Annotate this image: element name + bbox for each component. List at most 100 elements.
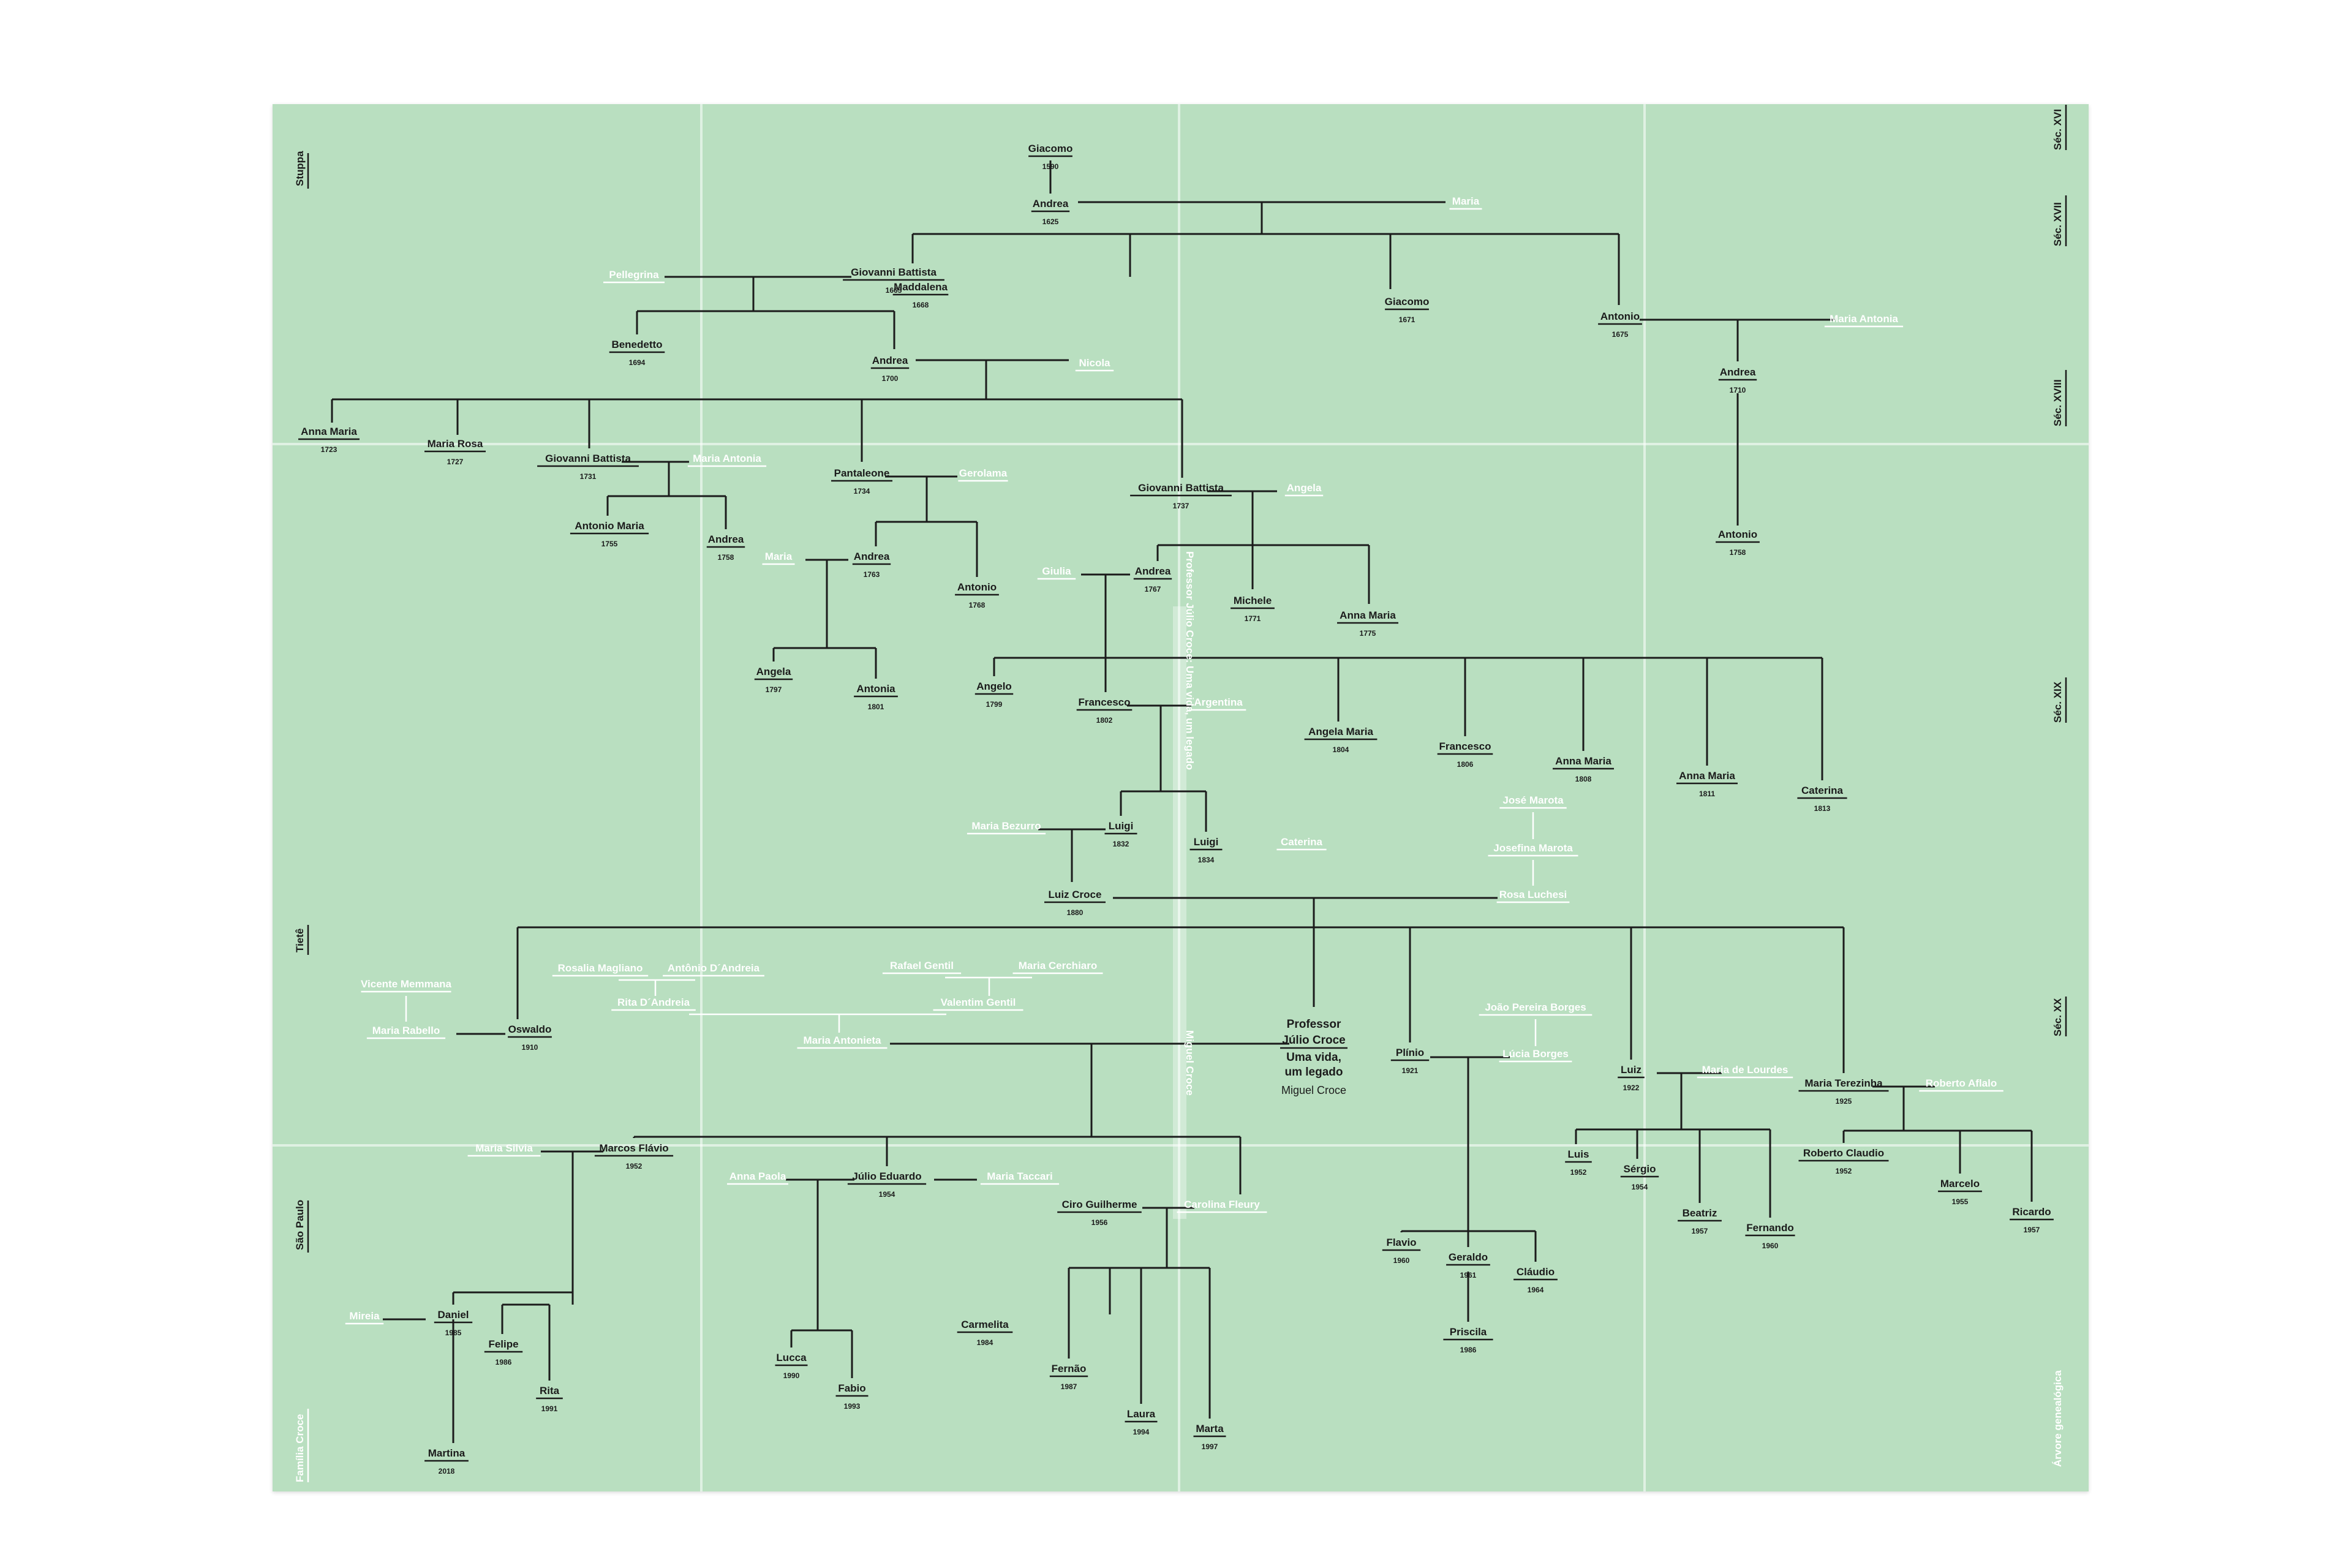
person-name: Lúcia Borges [1502,1048,1569,1060]
person-name: Maria Antonieta [804,1035,881,1046]
birth-year: 1734 [854,487,870,496]
person-name: Anna Maria [1555,755,1611,767]
person-name: Caterina [1281,836,1323,848]
birth-year: 1797 [766,685,782,694]
person-node: Giovanni Battista 1665 [843,266,944,295]
person-name: Andrea [708,533,744,545]
birth-year: 1991 [541,1404,558,1413]
birth-year: 1961 [1460,1271,1477,1280]
book-title-line: Júlio Croce [1282,1034,1345,1047]
person-name: Pellegrina [609,269,659,281]
birth-year: 1737 [1173,502,1189,510]
spine-title: Professor Júlio Croce: Uma vida, um lega… [1184,551,1196,770]
person-name: Andrea [1033,198,1069,209]
birth-year: 1964 [1528,1286,1544,1294]
person-name: Andrea [872,355,908,366]
spouse-node: Maria Silvia [467,1142,541,1157]
person-node: Maddalena 1668 [892,281,949,309]
spouse-node: Antônio D´Andreia [663,962,764,977]
person-node: Andrea 1625 [1031,198,1070,226]
spouse-node: Maria de Lourdes [1697,1064,1793,1079]
spouse-node: Maria Rabello [366,1025,446,1039]
birth-year: 1763 [864,570,880,579]
birth-year: 1665 [886,286,902,295]
person-name: Antonio Maria [575,520,644,532]
birth-year: 1993 [844,1402,861,1411]
person-name: Rosa Luchesi [1499,889,1567,900]
birth-year: 1952 [1570,1168,1587,1177]
birth-year: 1985 [445,1329,462,1337]
person-name: Fernando [1746,1222,1793,1234]
birth-year: 1625 [1042,217,1059,226]
person-name: Maria Rabello [372,1025,440,1036]
person-name: Vicente Memmana [361,978,452,990]
birth-year: 1590 [1042,162,1059,171]
person-name: Giacomo [1385,296,1430,307]
birth-year: 1668 [913,301,929,309]
person-name: Maddalena [894,281,948,293]
spouse-node: Maria Cerchiaro [1012,960,1103,974]
birth-year: 1952 [1836,1167,1852,1175]
person-name: Geraldo [1449,1251,1488,1263]
spouse-node: Nicola [1075,357,1114,372]
spouse-node: Josefina Marota [1488,842,1578,857]
birth-year: 1925 [1836,1097,1852,1106]
person-name: Oswaldo [508,1023,552,1035]
person-name: Antonio [1718,529,1757,540]
birth-year: 1984 [977,1338,993,1347]
birth-year: 1775 [1360,629,1376,638]
person-name: Luigi [1109,820,1134,832]
person-name: Rafael Gentil [890,960,954,971]
birth-year: 1957 [2024,1226,2040,1234]
birth-year: 1710 [1730,386,1746,394]
spouse-node: Rita D´Andreia [611,997,696,1011]
person-name: Carmelita [961,1319,1009,1330]
person-name: Anna Paola [729,1170,786,1182]
birth-year: 1802 [1096,716,1113,725]
person-name: Antônio D´Andreia [668,962,760,974]
birth-year: 1960 [1393,1256,1410,1265]
person-name: Angela [1287,482,1322,494]
person-name: Roberto Claudio [1803,1147,1884,1159]
spouse-node: Lúcia Borges [1499,1048,1572,1063]
person-name: Sérgio [1624,1163,1656,1175]
spouse-node: Maria [762,551,795,565]
birth-year: 1731 [580,472,597,481]
person-name: Maria Rosa [428,438,483,450]
person-name: Michele [1234,595,1272,606]
person-name: Rita [540,1385,560,1396]
person-name: Marta [1196,1423,1224,1434]
birth-year: 1806 [1457,760,1474,769]
birth-year: 1910 [522,1043,538,1052]
spouse-node: Anna Paola [727,1170,788,1185]
person-name: Marcelo [1940,1178,1980,1189]
spouse-node: Mireia [345,1310,384,1325]
spouse-node: Carolina Fleury [1177,1199,1267,1213]
person-name: Roberto Aflalo [1926,1077,1997,1089]
birth-year: 1799 [986,700,1003,709]
person-name: Antonia [856,683,895,695]
spouse-node: Vicente Memmana [361,978,452,993]
person-name: Giovanni Battista [851,266,937,278]
birth-year: 1811 [1699,790,1715,798]
